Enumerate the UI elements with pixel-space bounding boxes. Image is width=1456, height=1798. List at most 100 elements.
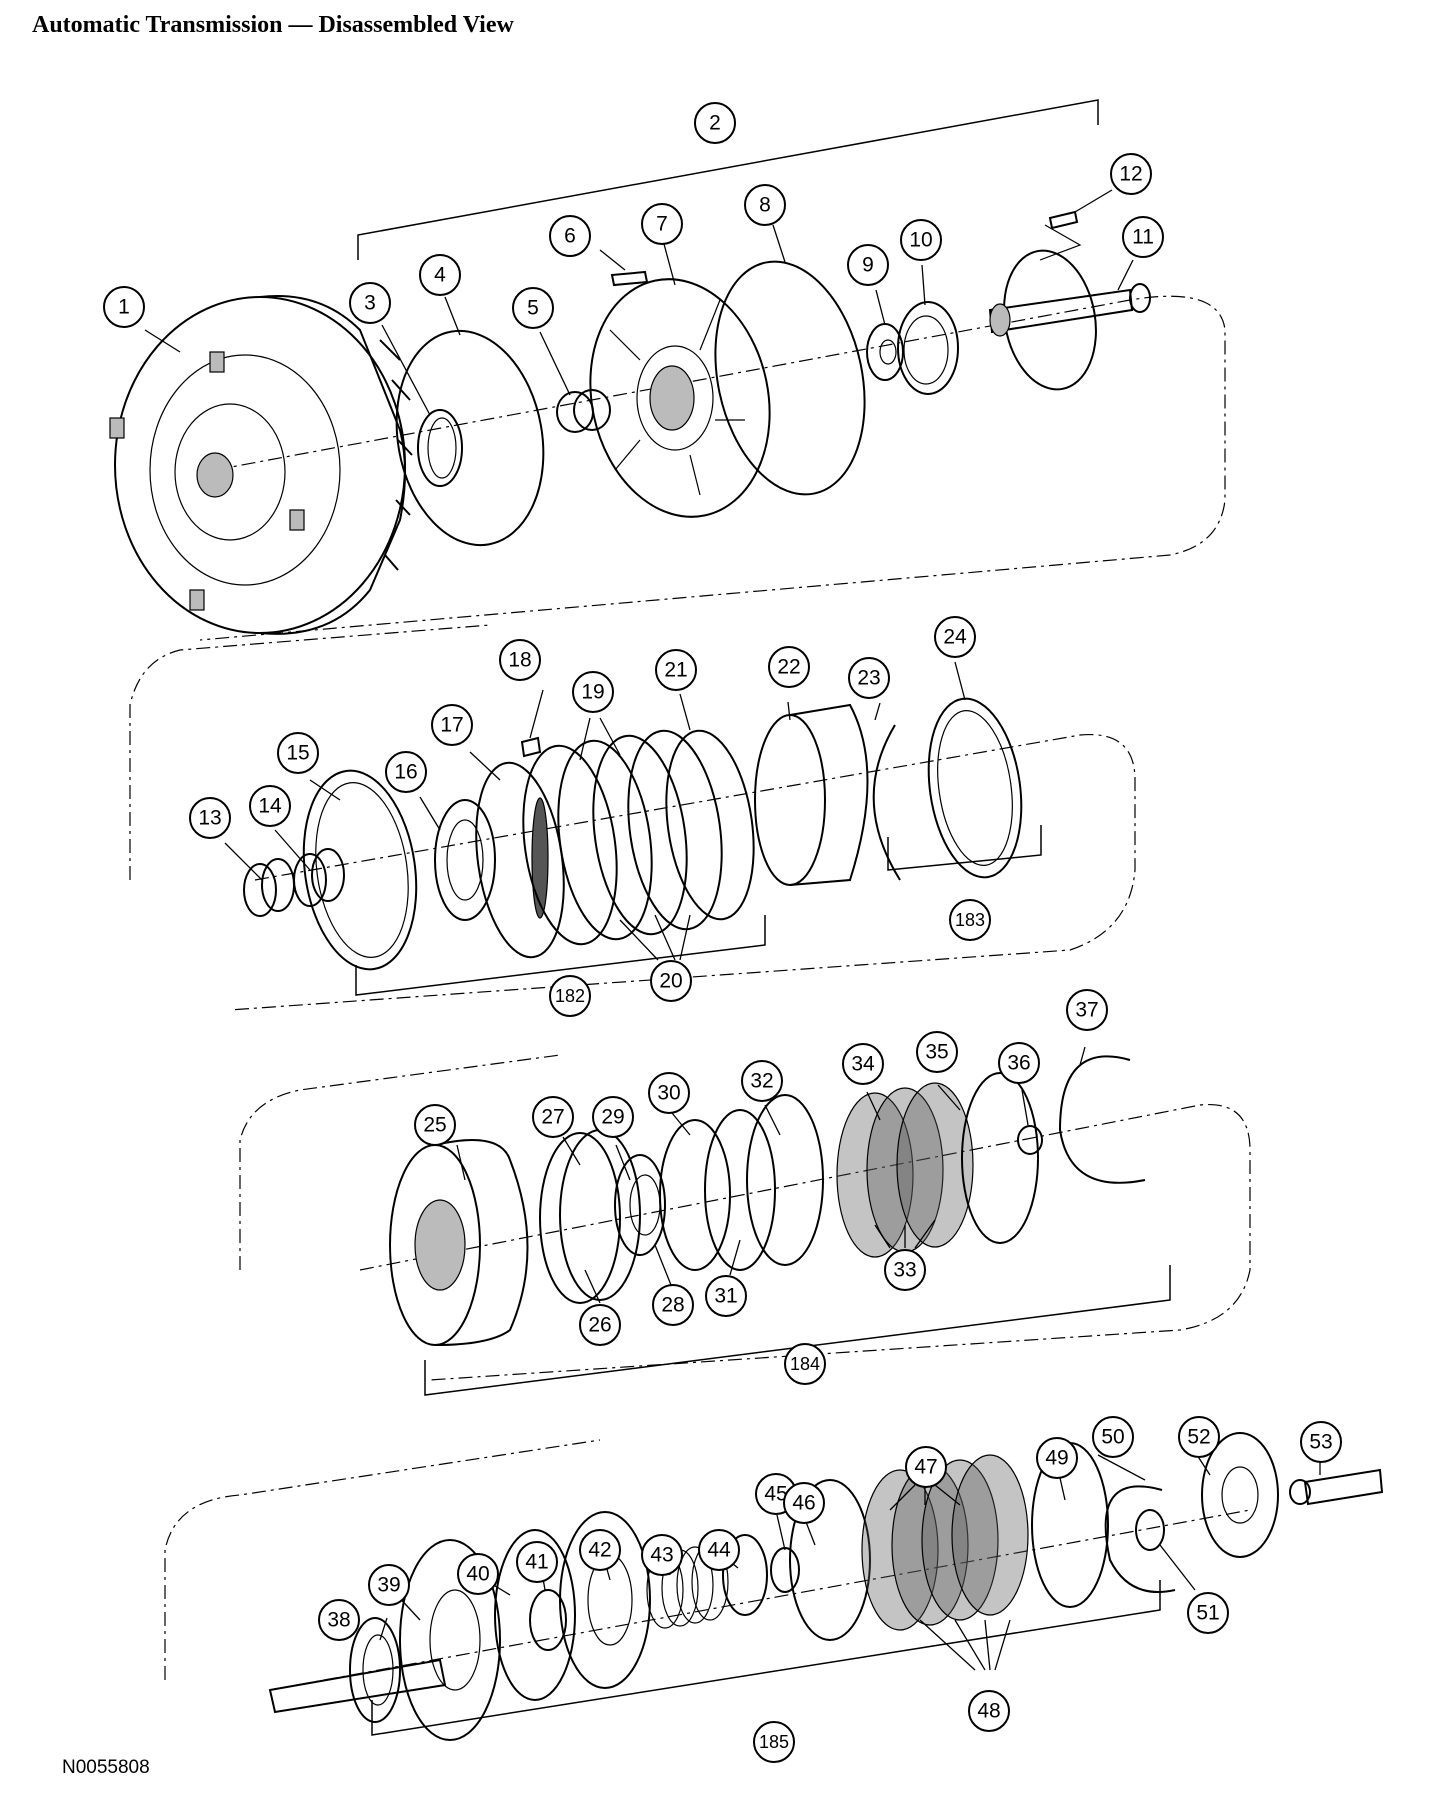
svg-text:2: 2 [709, 112, 721, 135]
figure-id: N0055808 [62, 1757, 150, 1778]
callout-14: 14 [249, 785, 291, 827]
part-8-gasket [714, 260, 866, 496]
callout-24: 24 [934, 616, 976, 658]
callout-27: 27 [532, 1096, 574, 1138]
svg-text:17: 17 [440, 714, 463, 737]
part-14-seals [293, 848, 345, 907]
bracket-183 [887, 825, 1042, 871]
svg-text:183: 183 [955, 910, 985, 930]
callout-12: 12 [1110, 153, 1152, 195]
svg-text:29: 29 [601, 1106, 624, 1129]
callout-29: 29 [592, 1096, 634, 1138]
callout-44: 44 [698, 1529, 740, 1571]
part-45-snap-ring [770, 1547, 800, 1593]
part-6-bolt [610, 270, 649, 287]
callout-5: 5 [512, 287, 554, 329]
centerline-row-2 [229, 733, 1136, 1011]
callout-33: 33 [884, 1249, 926, 1291]
callout-51: 51 [1187, 1592, 1229, 1634]
callout-28: 28 [652, 1284, 694, 1326]
callout-40: 40 [457, 1553, 499, 1595]
svg-text:4: 4 [434, 264, 446, 287]
part-32-pressure-plate [746, 1094, 824, 1266]
part-51-washer [1135, 1509, 1165, 1551]
svg-text:184: 184 [790, 1354, 820, 1374]
centerline-row-3 [359, 1103, 1251, 1381]
callout-41: 41 [516, 1541, 558, 1583]
svg-text:6: 6 [564, 225, 576, 248]
part-5-bushing [556, 389, 611, 433]
callout-48: 48 [968, 1690, 1010, 1732]
svg-text:22: 22 [777, 656, 800, 679]
svg-text:19: 19 [581, 681, 604, 704]
svg-text:20: 20 [659, 970, 682, 993]
callout-34: 34 [842, 1043, 884, 1085]
callout-39: 39 [368, 1564, 410, 1606]
svg-text:42: 42 [588, 1539, 611, 1562]
svg-text:26: 26 [588, 1314, 611, 1337]
callout-16: 16 [385, 751, 427, 793]
bracket-185 [371, 1580, 1161, 1736]
part-52-gear [1201, 1432, 1279, 1558]
svg-text:182: 182 [555, 986, 585, 1006]
svg-text:11: 11 [1132, 226, 1154, 249]
svg-text:43: 43 [650, 1544, 673, 1567]
callout-15: 15 [277, 732, 319, 774]
svg-text:51: 51 [1196, 1602, 1219, 1625]
svg-text:15: 15 [286, 742, 309, 765]
part-38-thrust-washer [349, 1617, 401, 1723]
row-2-group [129, 624, 1136, 1011]
callout-31: 31 [705, 1275, 747, 1317]
svg-text:31: 31 [714, 1285, 737, 1308]
svg-text:37: 37 [1075, 999, 1098, 1022]
svg-text:7: 7 [656, 213, 668, 236]
callout-42: 42 [579, 1529, 621, 1571]
part-4-o-ring [395, 329, 545, 547]
svg-text:9: 9 [862, 254, 874, 277]
part-12-screw [1048, 210, 1079, 230]
svg-text:44: 44 [707, 1539, 731, 1562]
callout-17: 17 [431, 704, 473, 746]
callout-53: 53 [1300, 1421, 1342, 1463]
callout-20: 20 [650, 960, 692, 1002]
callout-52: 52 [1178, 1416, 1220, 1458]
callout-26: 26 [579, 1304, 621, 1346]
svg-text:53: 53 [1309, 1431, 1332, 1454]
centerline-row-2-upper [129, 624, 491, 880]
callout-185: 185 [753, 1721, 795, 1763]
svg-text:21: 21 [664, 659, 687, 682]
callout-50: 50 [1092, 1416, 1134, 1458]
row-3-group [239, 1054, 1251, 1396]
callout-46: 46 [783, 1482, 825, 1524]
callout-182: 182 [549, 975, 591, 1017]
callout-3: 3 [349, 282, 391, 324]
part-12-leader-dash [1039, 224, 1082, 261]
svg-text:14: 14 [258, 795, 282, 818]
part-50-snap-ring [1104, 1485, 1176, 1593]
callout-184: 184 [784, 1343, 826, 1385]
part-31-ring [704, 1109, 776, 1271]
svg-text:38: 38 [327, 1609, 350, 1632]
part-22-drum [754, 703, 869, 886]
callout-22: 22 [768, 646, 810, 688]
part-44-retainer [722, 1534, 768, 1616]
svg-text:25: 25 [423, 1114, 446, 1137]
part-35-plate [961, 1072, 1039, 1244]
svg-text:16: 16 [394, 761, 417, 784]
svg-text:3: 3 [364, 292, 376, 315]
bracket-2 [357, 99, 1099, 260]
part-46-plate [789, 1479, 871, 1641]
svg-text:30: 30 [657, 1082, 680, 1105]
part-39-gear-shaft [268, 1539, 501, 1741]
callout-10: 10 [900, 219, 942, 261]
svg-text:1: 1 [118, 296, 130, 319]
callout-36: 36 [998, 1042, 1040, 1084]
page-title: Automatic Transmission — Disassembled Vi… [32, 12, 514, 38]
svg-text:35: 35 [925, 1041, 948, 1064]
svg-text:47: 47 [914, 1456, 937, 1479]
part-40-seal [494, 1529, 576, 1701]
callout-1: 1 [103, 286, 145, 328]
part-23-snap-ring [872, 724, 901, 881]
svg-text:5: 5 [527, 297, 539, 320]
